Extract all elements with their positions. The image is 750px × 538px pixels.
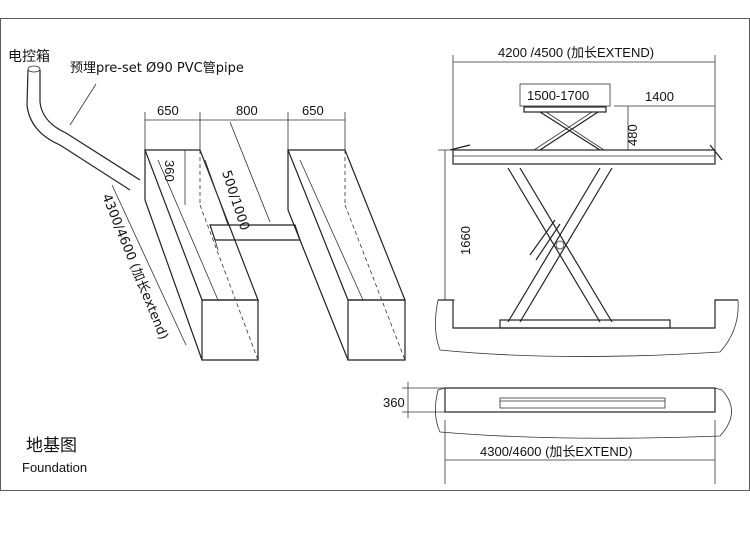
connecting-trench xyxy=(209,224,301,241)
small-platform xyxy=(523,106,607,113)
pipe-leader xyxy=(69,83,97,126)
foundation-title-cn: 地基图 xyxy=(26,436,77,456)
ground-outline xyxy=(435,299,739,357)
center-pivot xyxy=(555,240,565,250)
dim-scissor-range: 1500-1700 xyxy=(527,88,589,103)
foundation-plan: 电控箱 预埋pre-set Ø90 PVC管pipe 650 800 650 3… xyxy=(8,49,406,475)
dim-360-pit: 360 xyxy=(162,160,177,182)
conduit-pipe xyxy=(26,69,131,191)
dim-base-height: 360 xyxy=(383,395,405,410)
control-box-label: 电控箱 xyxy=(8,49,50,65)
pit-section xyxy=(438,299,738,329)
dim-base-length: 4300/4600 (加长EXTEND) xyxy=(480,444,632,459)
pit-left-front xyxy=(201,299,259,361)
dim-max-height: 1660 xyxy=(458,226,473,255)
plan-view-frame xyxy=(444,387,716,413)
base-frame xyxy=(499,319,671,329)
pit-right-front xyxy=(347,299,406,361)
dim-800: 800 xyxy=(236,103,258,118)
lift-elevation: 4200 /4500 (加长EXTEND) 1500-1700 1400 480… xyxy=(383,45,739,484)
frame-border xyxy=(0,18,750,491)
conduit-end xyxy=(27,65,41,73)
dim-box-1500 xyxy=(519,83,611,107)
dim-pit-length: 4300/4600 (加长extend) xyxy=(98,192,170,342)
plan-view-base xyxy=(499,397,666,409)
plan-view-ground xyxy=(435,387,732,439)
main-platform xyxy=(452,149,716,165)
dim-line-slot xyxy=(204,159,229,226)
dim-line-pit-length xyxy=(111,184,187,346)
dim-650-right: 650 xyxy=(302,103,324,118)
dim-650-left: 650 xyxy=(157,103,179,118)
foundation-title-en: Foundation xyxy=(22,460,87,475)
dim-slot: 500/1000 xyxy=(218,169,252,233)
dim-platform-length: 4200 /4500 (加长EXTEND) xyxy=(498,45,654,60)
dim-right-span: 1400 xyxy=(645,89,674,104)
pipe-label: 预埋pre-set Ø90 PVC管pipe xyxy=(70,61,244,76)
hydraulic-cylinder xyxy=(529,219,556,256)
dim-low-height: 480 xyxy=(625,124,640,146)
dim-leader-800 xyxy=(229,121,271,223)
scissor-arm-b xyxy=(507,167,601,323)
